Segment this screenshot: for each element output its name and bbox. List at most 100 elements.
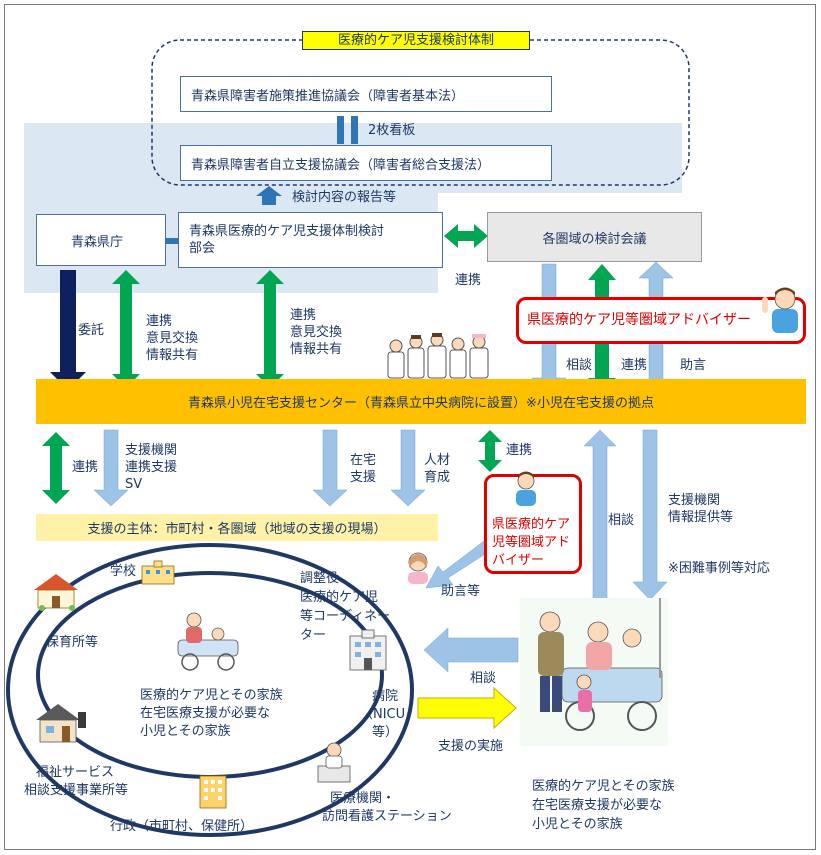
medical-institution-icon	[317, 742, 351, 783]
pref-office-box: 青森県庁	[36, 214, 166, 266]
hospital-l2: （NICU	[360, 707, 406, 722]
renkei-block-2-l2: 意見交換	[290, 325, 343, 340]
council-1-label: 青森県障害者施策推進協議会（障害者基本法）	[191, 88, 465, 104]
coordinator-l3: 等コーディネー	[300, 609, 391, 624]
zaitaku-arrow	[312, 429, 348, 507]
info-block-l2: 情報提供等	[668, 510, 734, 525]
difficult-label: ※困難事例等対応	[668, 561, 770, 576]
support-impl-arrow	[417, 686, 517, 730]
zaitaku-l1: 在宅	[350, 453, 377, 468]
soudan-label-1: 相談	[566, 358, 593, 373]
advisor-bottom-l1: 県医療的ケア	[492, 517, 571, 532]
coordinator-l2: 医療的ケア児	[300, 590, 379, 605]
itaku-label: 委託	[78, 323, 105, 338]
council-box-1: 青森県障害者施策推進協議会（障害者基本法）	[180, 76, 552, 112]
renkei-block-1-l3: 情報共有	[146, 348, 199, 363]
report-label: 検討内容の報告等	[292, 190, 397, 205]
support-subject-label: 支援の主体：市町村・各圏域（地域の支援の現場）	[87, 522, 387, 537]
council-box-2: 青森県障害者自立支援協議会（障害者総合支援法）	[180, 145, 552, 181]
advisor-top-label: 県医療的ケア児等圏域アドバイザー	[527, 312, 751, 328]
support-arrow	[93, 429, 129, 507]
green-arrow-horizontal	[444, 224, 488, 248]
admin-building-icon	[199, 775, 227, 809]
itaku-arrow	[50, 270, 86, 390]
pref-office-label: 青森県庁	[71, 234, 124, 250]
medical-l2: 訪問看護ステーション	[322, 809, 452, 824]
subcommittee-box: 青森県医療的ケア児支援体制検討 部会	[178, 212, 443, 268]
support-block-l3: SV	[125, 477, 143, 492]
support-subject-band: 支援の主体：市町村・各圏域（地域の支援の現場）	[36, 514, 438, 541]
renkei-arrow-left-double	[42, 432, 70, 504]
medical-staff-illustration	[387, 333, 489, 379]
pref-connector	[166, 238, 178, 244]
report-arrow	[256, 186, 282, 205]
admin-label: 行政（市町村、保健所）	[110, 819, 254, 834]
renkei-block-1-l1: 連携	[146, 314, 173, 329]
jinzai-l1: 人材	[424, 453, 451, 468]
subcommittee-label-1: 青森県医療的ケア児支援体制検討	[189, 224, 385, 239]
renkei-label-left: 連携	[72, 460, 99, 475]
nursery-label: 保育所等	[46, 635, 99, 650]
advice-etc-label: 助言等	[441, 584, 481, 599]
welfare-l1: 福祉サービス	[36, 765, 115, 780]
advisor-person-icon	[762, 287, 798, 333]
nursery-icon	[34, 574, 78, 611]
area-meeting-label: 各圏域の検討会議	[542, 231, 647, 247]
jogen-label: 助言	[680, 358, 707, 373]
renkei-label-top: 連携	[455, 273, 482, 288]
coordinator-l1: 調整役	[300, 571, 340, 586]
green-arrow-2	[256, 270, 284, 388]
zaitaku-l2: 支援	[350, 470, 377, 485]
family-center-l2: 在宅医療支援が必要な	[140, 706, 271, 721]
area-meeting-box: 各圏域の検討会議	[487, 212, 702, 262]
subcommittee-label-2: 部会	[189, 241, 216, 256]
family-center-l1: 医療的ケア児とその家族	[140, 688, 283, 703]
renkei-block-2-l1: 連携	[290, 308, 317, 323]
advisor-bottom-l2: 児等圏域アド	[492, 535, 571, 550]
advisor-top-box	[516, 297, 806, 344]
family-right-l1: 医療的ケア児とその家族	[532, 779, 675, 794]
advisor-bottom-person-icon	[516, 471, 536, 506]
soudan-label-2: 相談	[608, 513, 635, 528]
school-label: 学校	[110, 564, 137, 579]
coordinator-l4: ター	[300, 628, 327, 643]
outer-frame	[4, 4, 816, 850]
family-home-illustration	[520, 598, 668, 746]
renkei-arrow-small	[478, 430, 502, 472]
support-block-l1: 支援機関	[125, 443, 178, 458]
info-arrow-down-long	[632, 429, 668, 601]
two-signs-bar-right	[351, 116, 358, 144]
coordinator-icon	[408, 552, 428, 584]
renkei-label-right: 連携	[621, 358, 648, 373]
support-impl-label: 支援の実施	[438, 739, 504, 754]
info-block-l1: 支援機関	[668, 493, 721, 508]
soudan-arrow-left	[423, 627, 519, 673]
council-2-label: 青森県障害者自立支援協議会（障害者総合支援法）	[191, 157, 491, 173]
two-signs-label: 2枚看板	[368, 123, 416, 138]
center-label: 青森県小児在宅支援センター（青森県立中央病院に設置）※小児在宅支援の拠点	[188, 396, 654, 411]
welfare-l2: 相談支援事業所等	[24, 783, 129, 798]
soudan-label-3: 相談	[470, 671, 497, 686]
hospital-l3: 等）	[372, 725, 399, 740]
family-right-l2: 在宅医療支援が必要な	[532, 798, 663, 813]
family-center-illustration	[177, 612, 239, 671]
jinzai-l2: 育成	[424, 470, 451, 485]
renkei-block-2-l3: 情報共有	[290, 342, 343, 357]
community-outer-ellipse	[6, 543, 414, 837]
jinzai-arrow	[390, 429, 426, 507]
renkei-label-small: 連携	[506, 443, 533, 458]
advisor-bottom-l3: バイザー	[492, 553, 545, 568]
family-center-l3: 小児とその家族	[140, 724, 231, 739]
medical-l1: 医療機関・	[330, 791, 396, 806]
school-icon	[141, 560, 175, 585]
family-right-l3: 小児とその家族	[532, 817, 623, 832]
diagram-title: 医療的ケア児支援検討体制	[302, 31, 530, 50]
renkei-block-1-l2: 意見交換	[146, 331, 199, 346]
welfare-house-icon	[36, 704, 86, 743]
center-band: 青森県小児在宅支援センター（青森県立中央病院に設置）※小児在宅支援の拠点	[36, 379, 806, 424]
green-arrow-1	[112, 270, 140, 388]
support-block-l2: 連携支援	[125, 460, 178, 475]
two-signs-bar-left	[337, 116, 344, 144]
hospital-icon	[349, 629, 387, 671]
hospital-l1: 病院	[372, 689, 399, 704]
